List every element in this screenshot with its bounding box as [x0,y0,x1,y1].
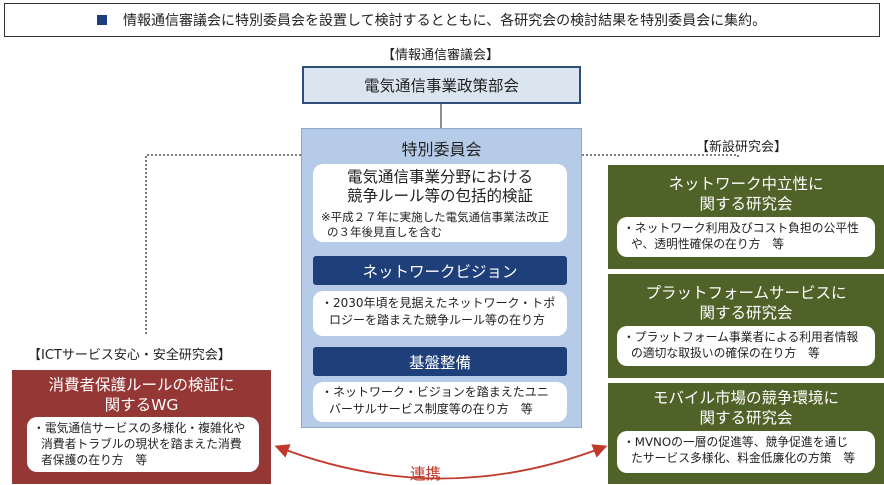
infrastructure-card: ・ネットワーク・ビジョンを踏まえたユニ バーサルサービス制度等の在り方 等 [313,382,567,422]
net-neutrality-line2: や、透明性確保の在り方 等 [631,237,785,251]
net-neutrality-card: ・ネットワーク利用及びコスト負担の公平性 や、透明性確保の在り方 等 [617,217,875,257]
mobile-card: ・MVNOの一層の促進等、競争促進を通じ たサービス多様化、料金低廉化の方策 等 [617,431,875,473]
network-vision-card: ・2030年頃を見据えたネットワーク・トポ ロジーを踏まえた競争ルール等の在り方 [313,291,567,336]
net-neutrality-title-line2: 関する研究会 [699,195,793,213]
review-title-line1: 電気通信事業分野における [346,168,533,186]
mobile-line2: たサービス多様化、料金低廉化の方策 等 [631,451,856,465]
infrastructure-title: 基盤整備 [408,353,471,372]
link-label: 連携 [410,465,442,483]
consumer-line1: ・電気通信サービスの多様化・複雑化や [33,421,246,435]
consumer-protection-wg: 消費者保護ルールの検証に 関するWG ・電気通信サービスの多様化・複雑化や 消費… [12,370,271,484]
consumer-line2: 消費者トラブルの現状を踏まえた消費 [41,437,242,451]
policy-subcommittee-box: 電気通信事業政策部会 [302,66,581,104]
infrastructure-line1: ・ネットワーク・ビジョンを踏まえたユニ [321,385,549,399]
mobile-title-line1: モバイル市場の競争環境に [652,389,839,407]
review-title-line2: 競争ルール等の包括的検証 [346,187,533,205]
new-study-groups-label: 【新設研究会】 [696,140,788,155]
consumer-wg-card: ・電気通信サービスの多様化・複雑化や 消費者トラブルの現状を踏まえた消費 者保護… [27,417,259,472]
ict-safety-label: 【ICTサービス安心・安全研究会】 [28,348,231,363]
network-vision-header: ネットワークビジョン [313,256,567,285]
vision-line2: ロジーを踏まえた競争ルール等の在り方 [329,313,546,327]
platform-line2: の適切な取扱いの確保の在り方 等 [631,346,820,360]
platform-service-group: プラットフォームサービスに 関する研究会 ・プラットフォーム事業者による利用者情… [608,274,884,378]
square-bullet-icon [97,15,107,25]
consumer-wg-title-line2: 関するWG [104,396,179,414]
policy-subcommittee-title: 電気通信事業政策部会 [363,77,519,95]
right-dotted-connector [582,154,739,158]
infrastructure-header: 基盤整備 [313,347,567,376]
comprehensive-review-card: 電気通信事業分野における 競争ルール等の包括的検証 ※平成２７年に実施した電気通… [313,164,567,242]
mobile-line1: ・MVNOの一層の促進等、競争促進を通じ [623,435,849,449]
platform-title-line1: プラットフォームサービスに [645,284,847,302]
review-note-line2: の３年後見直しを含む [327,225,442,239]
infrastructure-line2: バーサルサービス制度等の在り方 等 [329,402,533,416]
link-arrow [274,444,608,480]
network-vision-title: ネットワークビジョン [362,262,518,281]
platform-line1: ・プラットフォーム事業者による利用者情報 [623,330,859,344]
left-dotted-connector [145,154,301,334]
mobile-market-group: モバイル市場の競争環境に 関する研究会 ・MVNOの一層の促進等、競争促進を通じ… [608,383,884,484]
net-neutrality-line1: ・ネットワーク利用及びコスト負担の公平性 [623,221,859,235]
vision-line1: ・2030年頃を見据えたネットワーク・トポ [321,296,556,310]
special-committee-title: 特別委員会 [401,140,482,159]
consumer-wg-title-line1: 消費者保護ルールの検証に [48,376,235,394]
platform-card: ・プラットフォーム事業者による利用者情報 の適切な取扱いの確保の在り方 等 [617,326,875,366]
net-neutrality-group: ネットワーク中立性に 関する研究会 ・ネットワーク利用及びコスト負担の公平性 や… [608,165,884,269]
council-label: 【情報通信審議会】 [382,48,500,63]
review-note-line1: ※平成２７年に実施した電気通信事業法改正 [321,210,550,224]
mobile-title-line2: 関する研究会 [699,409,793,427]
consumer-line3: 者保護の在り方 等 [41,453,148,467]
summary-banner: 情報通信審議会に特別委員会を設置して検討するとともに、各研究会の検討結果を特別委… [4,3,880,37]
banner-text: 情報通信審議会に特別委員会を設置して検討するとともに、各研究会の検討結果を特別委… [123,13,767,29]
net-neutrality-title-line1: ネットワーク中立性に [668,175,824,193]
platform-title-line2: 関する研究会 [699,304,793,322]
